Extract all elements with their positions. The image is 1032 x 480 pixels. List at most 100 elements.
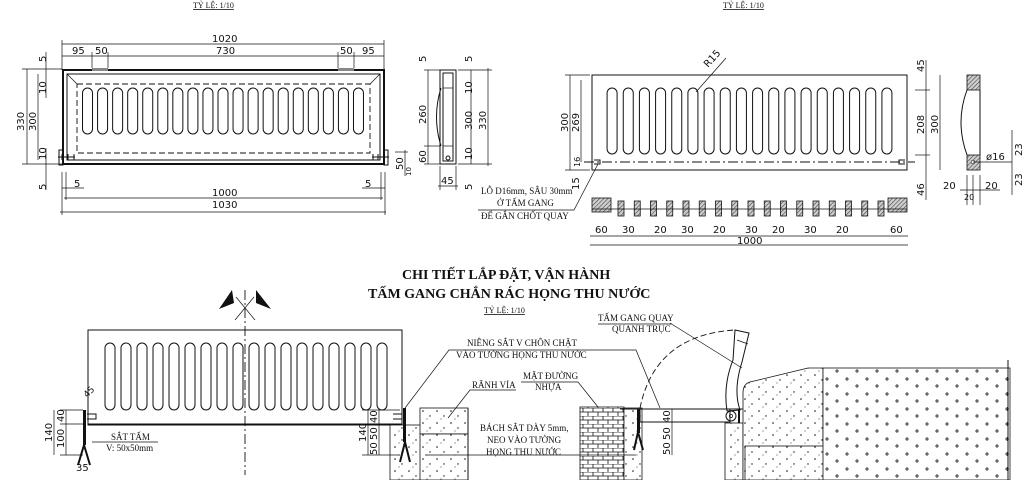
slot — [832, 87, 844, 155]
label-gutter: RÃNH VỈA — [472, 380, 516, 390]
slot — [622, 87, 634, 155]
curb-wall — [724, 422, 744, 480]
rotating-plate-leader — [669, 322, 743, 369]
section-dim-label: 60 — [595, 225, 608, 236]
slot — [735, 87, 747, 155]
symmetry-cross — [234, 296, 256, 321]
slot — [296, 342, 308, 411]
slot — [136, 342, 148, 411]
slot — [865, 87, 877, 155]
side-dim-top: 5 — [418, 56, 429, 62]
profile-top-block — [966, 74, 981, 91]
section-dim-label: 20 — [836, 225, 849, 236]
plate-pin-left — [594, 159, 601, 165]
rotating-plate-closed — [639, 408, 731, 423]
slot — [127, 87, 139, 135]
plate-dim-inner: 269 — [571, 113, 582, 132]
section-block — [591, 197, 612, 213]
rotation-arc — [639, 329, 736, 409]
slot — [152, 342, 164, 411]
slot — [687, 87, 699, 155]
section-block — [887, 197, 908, 213]
side-dim-r-bottom-border: 10 — [464, 147, 475, 160]
label-angle-iron-1: NIÊNG SẮT V CHÔN CHẶT — [467, 338, 578, 348]
dim-left-edge: 95 — [72, 46, 85, 57]
slot — [322, 87, 334, 135]
section-block — [617, 200, 625, 217]
slot — [280, 342, 292, 411]
install-grate — [87, 329, 403, 426]
slot — [232, 87, 244, 135]
dim-overall-width: 1020 — [212, 34, 237, 45]
section-block — [861, 200, 869, 217]
dim-bottom-inner: 1000 — [212, 188, 237, 199]
radius-label: R15 — [702, 48, 723, 70]
side-dim-width: 45 — [441, 176, 454, 187]
section-dim-label: 30 — [681, 225, 694, 236]
section-block — [877, 200, 885, 217]
install-title-line2: TẤM GANG CHẮN RÁC HỌNG THU NƯỚC — [368, 285, 650, 302]
frame-corner — [369, 73, 381, 85]
right-anchor — [399, 441, 411, 463]
top-tab-right — [338, 68, 354, 71]
section-dim-label: 60 — [890, 225, 903, 236]
install-dim-total: 140 — [44, 423, 55, 442]
hinge-pivot-center — [729, 414, 733, 418]
section-block — [633, 200, 641, 217]
slot — [97, 87, 109, 135]
slot — [307, 87, 319, 135]
angle-label-line1: SẮT TẤM — [111, 432, 150, 442]
section-dim-label: 30 — [804, 225, 817, 236]
symmetry-flag-left — [219, 290, 234, 309]
grate-frame — [62, 69, 385, 165]
section-block — [715, 200, 722, 217]
gap-dim-b: 50 — [662, 442, 673, 455]
label-road-2: NHỰA — [535, 382, 562, 392]
road-leader — [521, 381, 599, 408]
left-pin — [87, 413, 97, 420]
section-dim-label: 30 — [745, 225, 758, 236]
side-dim-r-bottom: 5 — [464, 184, 475, 190]
plate-section — [591, 197, 908, 217]
section-block — [828, 200, 836, 217]
section-block — [650, 200, 657, 217]
gutter-leader — [447, 389, 516, 419]
slot — [216, 342, 228, 411]
label-strap-2: NEO VÀO TƯỜNG — [487, 435, 562, 445]
radius-leader — [695, 57, 727, 93]
slot — [187, 87, 199, 135]
slot — [328, 342, 340, 411]
label-strap-3: HỌNG THU NƯỚC — [486, 447, 561, 457]
plate-dim-r-top: 45 — [916, 59, 927, 72]
dim-right-tab: 50 — [340, 46, 353, 57]
slot — [262, 87, 274, 135]
slot — [816, 87, 828, 155]
plate-view: TỶ LỆ: 1/10 R15 300 269 16 15 45 208 300… — [560, 0, 941, 247]
install-dim-base: 35 — [76, 463, 89, 474]
dim-left-tab: 50 — [95, 46, 108, 57]
ground-fill — [822, 367, 1011, 480]
gap-angle-iron-left — [637, 409, 640, 433]
side-dim-r-inner: 300 — [464, 111, 475, 130]
dim-bottom-right-gap: 5 — [365, 179, 371, 190]
dim-top-border: 10 — [38, 81, 49, 94]
section-dim-label: 20 — [713, 225, 726, 236]
slot — [200, 342, 212, 411]
plate-line — [736, 339, 749, 345]
hole-note-line: Ở TẤM GANG — [497, 198, 554, 208]
slot — [202, 87, 214, 135]
side-dim-r-top: 5 — [464, 56, 475, 62]
plate-dim-r-bottom: 46 — [916, 183, 927, 196]
grate-inner-frame — [66, 73, 381, 161]
hole-note-line: LỖ D16mm, SÂU 30mm — [481, 185, 573, 196]
gap-anchor — [633, 431, 644, 451]
profile-dim-top: 23 — [1014, 143, 1025, 156]
angle-label-line2: V: 50x50mm — [106, 443, 153, 453]
slot — [881, 87, 893, 155]
install-dim-upper: 40 — [56, 409, 67, 422]
section-block — [666, 200, 674, 217]
side-body — [439, 69, 457, 165]
plate-dim-below: 15 — [571, 177, 582, 190]
section-block — [796, 200, 804, 217]
plate-dim-r-outer: 300 — [930, 115, 941, 134]
